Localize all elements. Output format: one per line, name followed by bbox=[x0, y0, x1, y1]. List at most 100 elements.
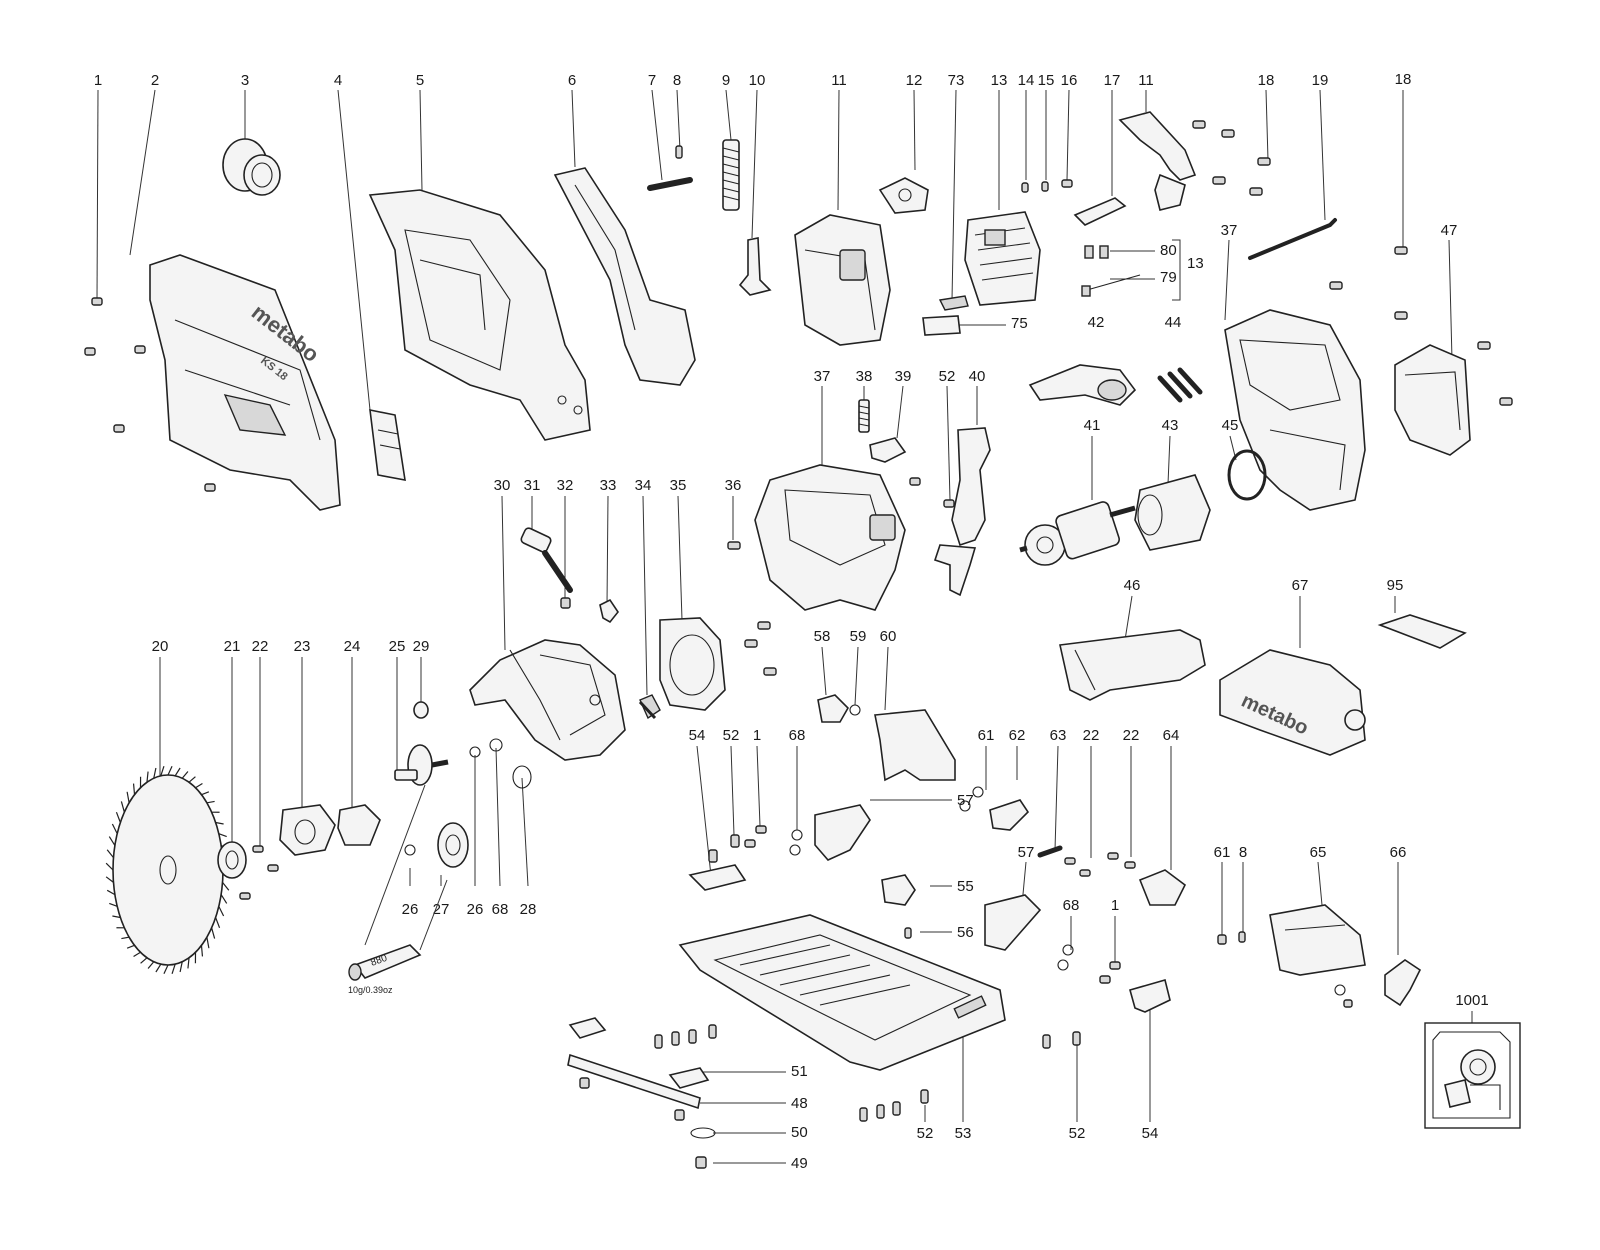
blade-tooth bbox=[105, 876, 114, 883]
callout-54: 54 bbox=[689, 727, 706, 744]
grease-amount: 10g/0.39oz bbox=[348, 985, 393, 995]
latch-11 bbox=[1118, 111, 1197, 211]
bolt-63 bbox=[1037, 845, 1063, 858]
stator-43 bbox=[1134, 474, 1211, 551]
gear-housing-30 bbox=[469, 639, 626, 761]
callout-5: 5 bbox=[416, 72, 424, 89]
callout-42: 42 bbox=[1088, 314, 1105, 331]
clip-51a bbox=[568, 1017, 607, 1039]
curved-guard bbox=[553, 167, 696, 386]
clip-51 bbox=[668, 1067, 710, 1089]
washer-61a2 bbox=[959, 800, 971, 812]
screw-22d bbox=[1064, 857, 1076, 865]
electronics-module bbox=[964, 211, 1041, 306]
screw-22e bbox=[1079, 869, 1091, 877]
callout-14: 14 bbox=[1018, 72, 1035, 89]
spring-38 bbox=[858, 399, 870, 433]
callout-35: 35 bbox=[670, 477, 687, 494]
callout-65: 65 bbox=[1310, 844, 1327, 861]
callout-45: 45 bbox=[1222, 417, 1239, 434]
callout-30: 30 bbox=[494, 477, 511, 494]
part-73 bbox=[938, 295, 969, 311]
blade-tooth bbox=[147, 961, 155, 969]
callout-10: 10 bbox=[749, 72, 766, 89]
screw-22c bbox=[239, 892, 251, 900]
pins-44 bbox=[1157, 367, 1203, 403]
lever-64 bbox=[1138, 869, 1187, 906]
springs-80 bbox=[1084, 245, 1109, 259]
inset-1001 bbox=[1424, 1022, 1521, 1129]
slider-17 bbox=[1073, 197, 1127, 226]
callout-13: 13 bbox=[991, 72, 1008, 89]
screws-36 bbox=[727, 541, 777, 676]
callout-57b: 57 bbox=[1018, 844, 1035, 861]
blade-tooth bbox=[108, 836, 116, 846]
blade-guard: metabo KS 18 bbox=[149, 254, 341, 511]
blade-tooth bbox=[195, 783, 203, 789]
callout-41: 41 bbox=[1084, 417, 1101, 434]
bracket-54 bbox=[688, 864, 747, 891]
callout-11b: 11 bbox=[1138, 72, 1154, 89]
gear-shaft-25 bbox=[394, 744, 449, 786]
callout-64: 64 bbox=[1163, 727, 1180, 744]
part-39 bbox=[869, 437, 907, 463]
screw-1b bbox=[755, 825, 767, 834]
switch-knob bbox=[878, 177, 929, 214]
blade-tooth bbox=[218, 833, 227, 838]
callout-37: 37 bbox=[1221, 222, 1238, 239]
blade-tooth bbox=[115, 812, 121, 823]
pin-8 bbox=[675, 145, 683, 159]
screw-52a bbox=[909, 477, 921, 486]
callout-80: 80 bbox=[1160, 242, 1177, 259]
washer-26a bbox=[404, 844, 416, 856]
nut-29 bbox=[413, 701, 429, 719]
washer-68a2 bbox=[789, 844, 801, 856]
set-screw-32 bbox=[560, 597, 571, 609]
screw-48 bbox=[579, 1077, 590, 1089]
knob-58 bbox=[817, 694, 849, 723]
callout-51: 51 bbox=[791, 1063, 808, 1080]
bracket-54b bbox=[1129, 979, 1171, 1013]
blade-tooth bbox=[188, 776, 196, 783]
screws-52-base bbox=[654, 1024, 1081, 1122]
screw-22f bbox=[1107, 852, 1119, 860]
blade-tooth bbox=[200, 945, 204, 957]
ring-45 bbox=[1227, 449, 1267, 501]
callout-8b: 8 bbox=[1239, 844, 1247, 861]
angle-scale-65 bbox=[1269, 904, 1366, 976]
screw-66 bbox=[1343, 999, 1353, 1008]
strap-48 bbox=[567, 1053, 701, 1110]
callout-12: 12 bbox=[906, 72, 923, 89]
callout-29: 29 bbox=[413, 638, 430, 655]
callout-4: 4 bbox=[334, 72, 342, 89]
washer-28 bbox=[512, 765, 532, 789]
blade-tooth bbox=[109, 902, 118, 907]
washer-50 bbox=[690, 1127, 716, 1139]
screw-52b2 bbox=[730, 834, 740, 848]
part-16 bbox=[1061, 179, 1073, 188]
adjuster-34 bbox=[638, 694, 661, 720]
callout-61: 61 bbox=[978, 727, 995, 744]
blade-tooth bbox=[111, 823, 118, 834]
callout-22b: 22 bbox=[1083, 727, 1100, 744]
bracket-57a bbox=[814, 804, 871, 861]
grip-handle-42 bbox=[1028, 364, 1137, 406]
callout-62: 62 bbox=[1009, 727, 1026, 744]
callout-1b: 1 bbox=[753, 727, 761, 744]
screws-1 bbox=[84, 297, 216, 492]
motor-housing-right bbox=[1224, 309, 1366, 511]
bracket-57b bbox=[984, 894, 1042, 951]
washer-68b bbox=[1062, 944, 1074, 956]
blade-tooth bbox=[206, 800, 215, 804]
knob-55 bbox=[881, 874, 916, 906]
armature-41 bbox=[1019, 501, 1136, 566]
blade-tooth bbox=[167, 765, 173, 776]
label-75 bbox=[922, 315, 961, 336]
screw-49 bbox=[695, 1156, 707, 1169]
callout-34: 34 bbox=[635, 477, 652, 494]
callout-67: 67 bbox=[1292, 577, 1309, 594]
pin-56 bbox=[904, 927, 912, 939]
callout-24: 24 bbox=[344, 638, 361, 655]
blade-tooth bbox=[215, 821, 224, 825]
callout-52d: 52 bbox=[1069, 1125, 1086, 1142]
